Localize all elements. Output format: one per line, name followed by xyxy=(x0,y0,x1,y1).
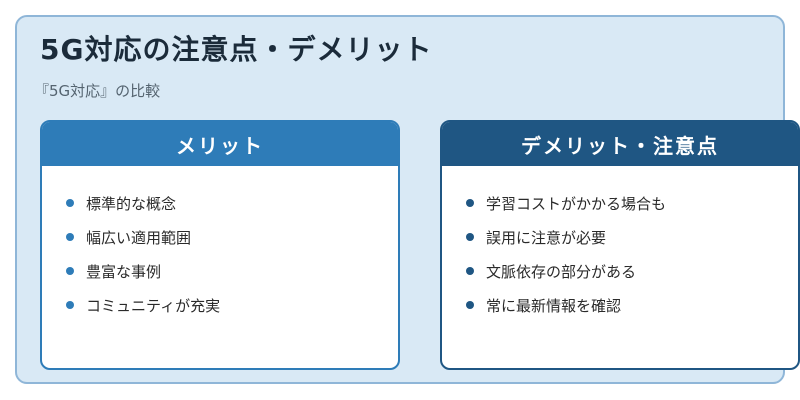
demerits-list: 学習コストがかかる場合も 誤用に注意が必要 文脈依存の部分がある 常に最新情報を… xyxy=(442,166,798,322)
bullet-dot-icon xyxy=(466,233,474,241)
merits-list: 標準的な概念 幅広い適用範囲 豊富な事例 コミュニティが充実 xyxy=(42,166,398,322)
page-subtitle: 『5G対応』の比較 xyxy=(34,82,161,100)
demerits-card: デメリット・注意点 学習コストがかかる場合も 誤用に注意が必要 文脈依存の部分が… xyxy=(440,120,800,370)
bullet-dot-icon xyxy=(466,267,474,275)
bullet-dot-icon xyxy=(466,301,474,309)
list-item: 文脈依存の部分がある xyxy=(466,254,798,288)
bullet-dot-icon xyxy=(66,233,74,241)
merit-item-label: 豊富な事例 xyxy=(86,262,162,281)
merits-heading: メリット xyxy=(42,122,398,166)
list-item: コミュニティが充実 xyxy=(66,288,398,322)
bullet-dot-icon xyxy=(66,267,74,275)
demerit-item-label: 文脈依存の部分がある xyxy=(486,262,637,281)
demerit-item-label: 誤用に注意が必要 xyxy=(486,228,607,247)
bullet-dot-icon xyxy=(66,301,74,309)
demerit-item-label: 常に最新情報を確認 xyxy=(486,296,622,315)
merit-item-label: 標準的な概念 xyxy=(86,194,177,213)
list-item: 学習コストがかかる場合も xyxy=(466,186,798,220)
page-title: 5G対応の注意点・デメリット xyxy=(40,33,433,66)
list-item: 常に最新情報を確認 xyxy=(466,288,798,322)
list-item: 幅広い適用範囲 xyxy=(66,220,398,254)
merit-item-label: 幅広い適用範囲 xyxy=(86,228,192,247)
demerit-item-label: 学習コストがかかる場合も xyxy=(486,194,667,213)
list-item: 豊富な事例 xyxy=(66,254,398,288)
bullet-dot-icon xyxy=(466,199,474,207)
bullet-dot-icon xyxy=(66,199,74,207)
demerits-heading: デメリット・注意点 xyxy=(442,122,798,166)
merit-item-label: コミュニティが充実 xyxy=(86,296,221,315)
list-item: 標準的な概念 xyxy=(66,186,398,220)
list-item: 誤用に注意が必要 xyxy=(466,220,798,254)
merits-card: メリット 標準的な概念 幅広い適用範囲 豊富な事例 コミュニティが充実 xyxy=(40,120,400,370)
